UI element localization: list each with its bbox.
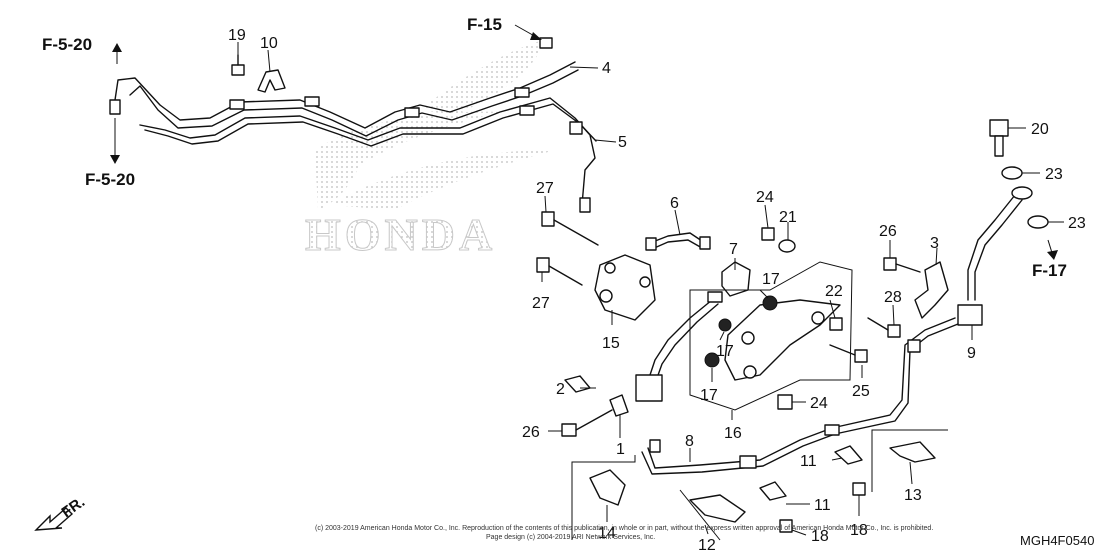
clip-2 bbox=[564, 375, 591, 393]
callout-25: 25 bbox=[852, 383, 870, 400]
reference-f5-20-top: F-5-20 bbox=[42, 35, 122, 64]
ref-label-f17: F-17 bbox=[1032, 261, 1067, 280]
bolt-27-upper bbox=[541, 211, 599, 246]
callout-26-left: 26 bbox=[522, 424, 540, 441]
callout-23-a: 23 bbox=[1045, 166, 1063, 183]
callout-13: 13 bbox=[904, 487, 922, 504]
bolt-18a bbox=[852, 482, 866, 496]
callout-15: 15 bbox=[602, 335, 620, 352]
reference-f17: F-17 bbox=[1032, 239, 1067, 280]
assembly-16-outline bbox=[689, 261, 853, 411]
callout-18-a: 18 bbox=[850, 522, 868, 539]
bracket-7 bbox=[721, 261, 751, 297]
callout-28: 28 bbox=[884, 289, 902, 306]
link-bracket-16 bbox=[724, 299, 841, 381]
callout-5: 5 bbox=[618, 134, 627, 151]
callout-17-b: 17 bbox=[716, 343, 734, 360]
callout-11-a: 11 bbox=[800, 453, 817, 470]
clip-1 bbox=[609, 394, 629, 417]
bolt-20 bbox=[989, 119, 1009, 157]
bolt-22 bbox=[829, 317, 843, 331]
nut-24-top bbox=[761, 227, 775, 241]
callout-18-b: 18 bbox=[811, 528, 829, 545]
bolt-26-left bbox=[561, 409, 613, 437]
bolt-25 bbox=[829, 344, 868, 363]
callout-1: 1 bbox=[616, 441, 625, 458]
clip-11b bbox=[759, 481, 787, 501]
bolt-26-right bbox=[883, 257, 921, 273]
ref-label-f15: F-15 bbox=[467, 15, 502, 34]
callout-9: 9 bbox=[967, 345, 976, 362]
callout-21: 21 bbox=[779, 209, 797, 226]
upper-brake-hoses bbox=[109, 37, 597, 213]
washer-21 bbox=[778, 239, 796, 253]
callout-11-b: 11 bbox=[814, 497, 831, 514]
callout-23-b: 23 bbox=[1068, 215, 1086, 232]
callout-8: 8 bbox=[685, 433, 694, 450]
clip-13-outline bbox=[871, 429, 948, 492]
bolt-27-lower bbox=[536, 257, 583, 286]
callout-24-top: 24 bbox=[756, 189, 774, 206]
honda-wing-watermark: HONDA bbox=[305, 40, 555, 261]
callout-7: 7 bbox=[729, 241, 738, 258]
bracket-3 bbox=[914, 261, 949, 319]
clip-14 bbox=[589, 469, 626, 506]
clip-13 bbox=[889, 441, 936, 463]
nut-24-bottom bbox=[777, 394, 793, 410]
clip-14-outline bbox=[571, 455, 636, 540]
clip-11a bbox=[834, 445, 863, 465]
callout-numbers: 19 10 4 5 27 27 6 7 15 24 21 17 22 17 17… bbox=[228, 27, 1086, 554]
hose-to-block bbox=[635, 291, 723, 453]
reference-f5-20-bottom: F-5-20 bbox=[85, 118, 135, 189]
callout-22: 22 bbox=[825, 283, 843, 300]
ref-label-f5-20-top: F-5-20 bbox=[42, 35, 92, 54]
right-hose-9 bbox=[641, 186, 1033, 475]
bolt-28 bbox=[867, 317, 901, 338]
callout-24-bottom: 24 bbox=[810, 395, 828, 412]
washer-23a bbox=[1001, 166, 1023, 180]
leader-lines bbox=[237, 42, 1064, 536]
diagram-code: MGH4F0540 bbox=[1020, 533, 1094, 548]
clip-10 bbox=[257, 69, 286, 93]
modulator-15 bbox=[594, 254, 656, 321]
collar-17c bbox=[704, 352, 720, 368]
callout-27-upper: 27 bbox=[536, 180, 554, 197]
callout-19: 19 bbox=[228, 27, 246, 44]
pipe-6 bbox=[645, 232, 711, 251]
collar-17a bbox=[762, 295, 778, 311]
callout-26-right: 26 bbox=[879, 223, 897, 240]
callout-20: 20 bbox=[1031, 121, 1049, 138]
washer-23b bbox=[1027, 215, 1049, 229]
reference-f15: F-15 bbox=[467, 15, 542, 40]
callout-12: 12 bbox=[698, 537, 716, 554]
bolt-18b bbox=[779, 519, 793, 533]
copyright-line-2: Page design (c) 2004-2019 ARI Network Se… bbox=[486, 534, 655, 541]
ref-label-f5-20-bottom: F-5-20 bbox=[85, 170, 135, 189]
callout-10: 10 bbox=[260, 35, 278, 52]
collar-17b bbox=[718, 318, 732, 332]
clip-12 bbox=[689, 494, 746, 523]
callout-27-lower: 27 bbox=[532, 295, 550, 312]
callout-4: 4 bbox=[602, 60, 611, 77]
callout-3: 3 bbox=[930, 235, 939, 252]
copyright-line-1: (c) 2003-2019 American Honda Motor Co., … bbox=[315, 525, 933, 532]
honda-watermark-text: HONDA bbox=[305, 209, 496, 260]
callout-17-a: 17 bbox=[762, 271, 780, 288]
callout-2: 2 bbox=[556, 381, 565, 398]
front-direction-indicator: FR. bbox=[34, 493, 88, 531]
callout-6: 6 bbox=[670, 195, 679, 212]
callout-17-c: 17 bbox=[700, 387, 718, 404]
callout-14: 14 bbox=[598, 525, 616, 542]
clip-12-lead bbox=[679, 489, 721, 541]
callout-16: 16 bbox=[724, 425, 742, 442]
